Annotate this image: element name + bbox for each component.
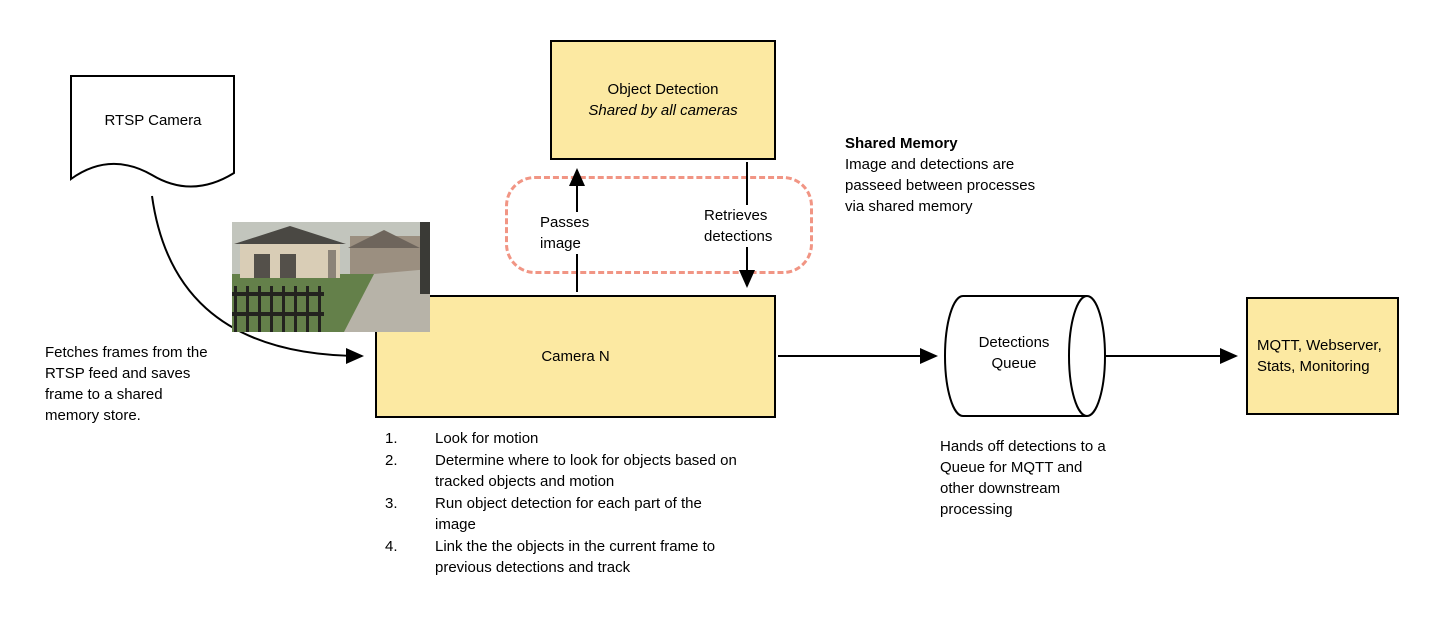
shared-memory-note: Shared Memory Image and detections are p… — [845, 133, 1045, 217]
garage-door — [254, 254, 270, 278]
fence-bar — [318, 286, 321, 332]
fence-bar — [246, 286, 249, 332]
list-item: 1. Look for motion — [385, 428, 775, 449]
rtsp-camera-shape — [70, 75, 235, 188]
downspout — [328, 250, 336, 278]
background-roof — [348, 230, 420, 248]
step-text: Look for motion — [435, 430, 539, 447]
passes-image-label: Passes image — [538, 212, 592, 254]
fence-rail — [232, 292, 324, 296]
step-text: Run object detection for each part of th… — [435, 495, 702, 533]
hands-off-note: Hands off detections to a Queue for MQTT… — [940, 438, 1106, 518]
list-item: 2. Determine where to look for objects b… — [385, 450, 775, 492]
object-detection-subtitle: Shared by all cameras — [588, 102, 738, 119]
fence-rail — [232, 312, 324, 316]
fence-bar — [282, 286, 285, 332]
step-text: Determine where to look for objects base… — [435, 452, 737, 490]
garage-door — [280, 254, 296, 278]
object-detection-node: Object Detection Shared by all cameras — [550, 40, 776, 160]
shared-memory-title: Shared Memory — [845, 135, 958, 152]
camera-n-label: Camera N — [541, 348, 610, 365]
list-item: 3. Run object detection for each part of… — [385, 493, 775, 535]
fence-bar — [270, 286, 273, 332]
fence-bar — [234, 286, 237, 332]
fence-bar — [258, 286, 261, 332]
outputs-node: MQTT, Webserver, Stats, Monitoring — [1246, 297, 1399, 415]
step-number: 4. — [385, 538, 398, 555]
camera-steps-list: 1. Look for motion 2. Determine where to… — [385, 428, 775, 579]
fetch-frames-note: Fetches frames from the RTSP feed and sa… — [45, 344, 208, 424]
list-item: 4. Link the the objects in the current f… — [385, 536, 775, 578]
step-number: 2. — [385, 452, 398, 469]
step-number: 1. — [385, 430, 398, 447]
object-detection-title: Object Detection — [607, 81, 719, 98]
porch-post — [420, 222, 430, 294]
cylinder-cap — [1068, 295, 1106, 417]
walkway — [344, 269, 430, 332]
shared-memory-body: Image and detections are passeed between… — [845, 156, 1036, 215]
camera-snapshot-image — [232, 222, 430, 332]
rtsp-camera-label: RTSP Camera — [104, 112, 202, 129]
shared-memory-region — [505, 176, 813, 274]
fence-bar — [306, 286, 309, 332]
detections-queue-label: Detections Queue — [978, 334, 1050, 372]
outputs-label: MQTT, Webserver, Stats, Monitoring — [1257, 337, 1382, 375]
camera-n-node: Camera N — [375, 295, 776, 418]
step-number: 3. — [385, 495, 398, 512]
document-shape — [70, 75, 235, 188]
retrieves-detections-label: Retrieves detections — [702, 205, 775, 247]
step-text: Link the the objects in the current fram… — [435, 538, 716, 576]
fence-bar — [294, 286, 297, 332]
